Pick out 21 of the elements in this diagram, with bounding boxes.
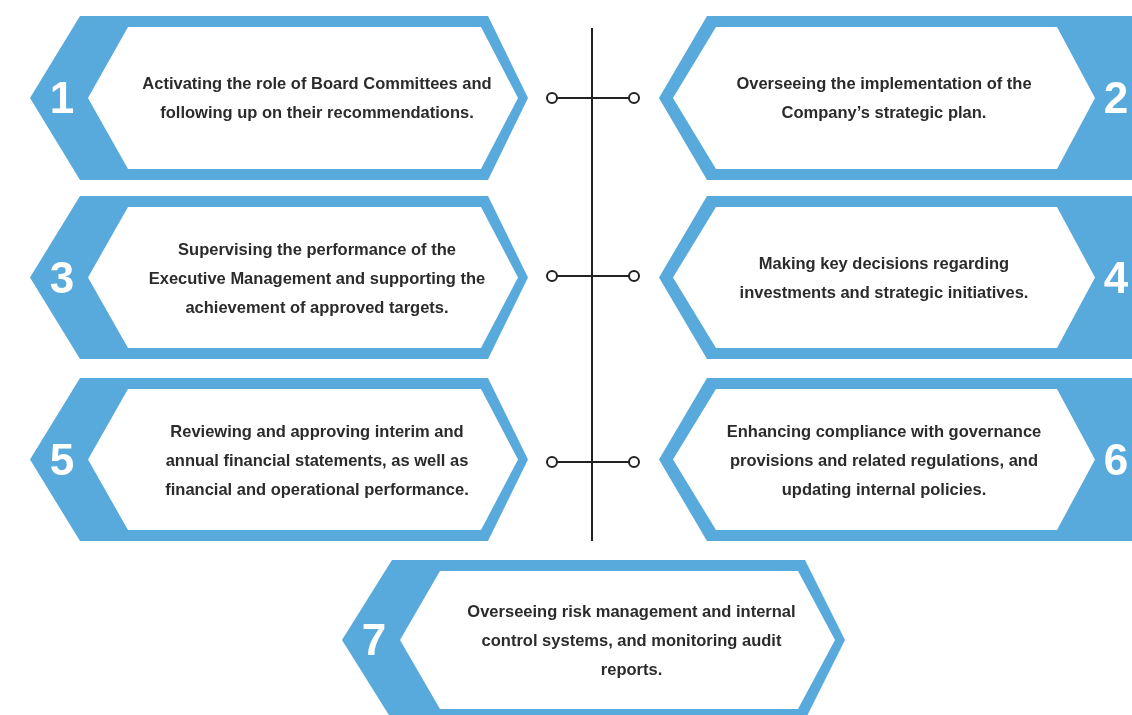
description-text: Overseeing risk management and internal control systems, and monitoring audit reports. — [466, 600, 797, 680]
description-text: Reviewing and approving interim and annual financial statements, as well as financial and operational performance. — [164, 420, 470, 500]
description-text: Activating the role of Board Committees and following up on their recommendations. — [142, 73, 492, 123]
hexagon-step-box — [659, 16, 1132, 180]
hexagon-step-box — [342, 560, 845, 715]
description-text: Enhancing compliance with governance provisions and related regulations, and updating internal policies. — [725, 420, 1043, 500]
hexagon-step-box — [30, 378, 528, 541]
step-number: 4 — [1103, 255, 1129, 300]
step-number: 2 — [1103, 76, 1129, 120]
step-number: 6 — [1103, 437, 1129, 482]
step-number: 7 — [361, 618, 387, 662]
description-text: Supervising the performance of the Executive Management and supporting the achievement of approved targets. — [147, 238, 487, 318]
step-number: 1 — [49, 76, 75, 120]
hexagon-step-box — [30, 196, 528, 359]
hexagon-step-box — [659, 378, 1132, 541]
hexagon-step-box — [30, 16, 528, 180]
step-number: 5 — [49, 437, 75, 482]
description-text: Making key decisions regarding investments and strategic initiatives. — [738, 252, 1030, 303]
hexagon-step-box — [659, 196, 1132, 359]
step-number: 3 — [49, 255, 75, 300]
description-text: Overseeing the implementation of the Company’s strategic plan. — [735, 73, 1033, 123]
